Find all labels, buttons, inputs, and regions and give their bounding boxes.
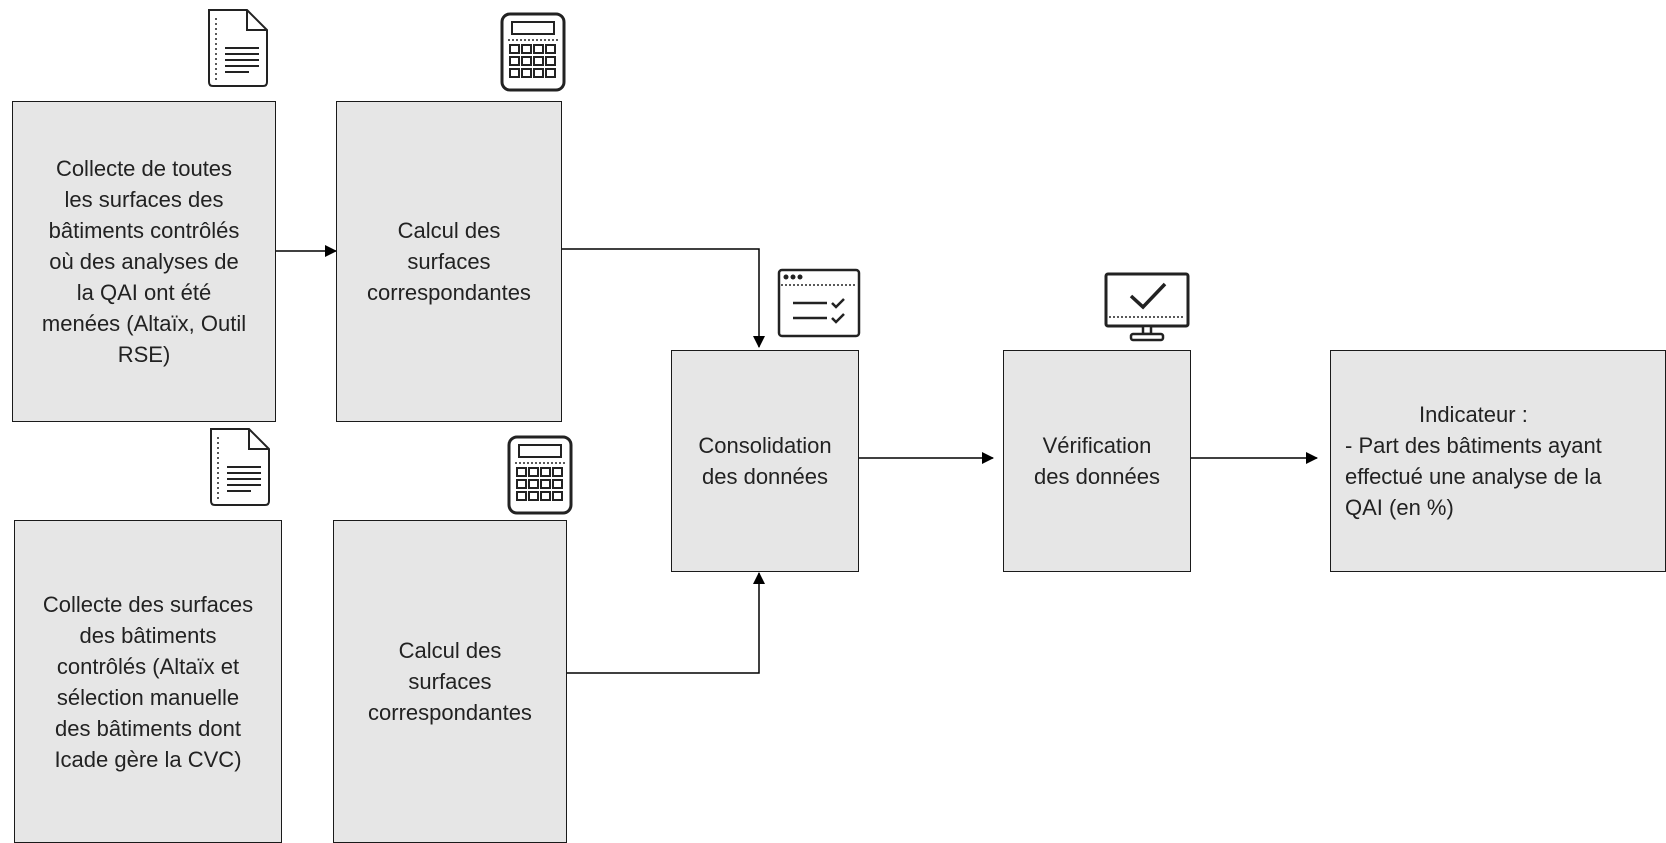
- monitor-check-icon: [1103, 272, 1191, 349]
- step-consolidation: Consolidation des données: [671, 350, 859, 572]
- checklist-window-icon: [777, 268, 861, 343]
- indicateur-body: - Part des bâtiments ayant effectué une …: [1345, 433, 1602, 520]
- document-icon: [207, 427, 271, 512]
- document-icon: [205, 8, 269, 93]
- calculator-icon: [507, 435, 573, 520]
- step-collecte-qai: Collecte de toutes les surfaces des bâti…: [12, 101, 276, 422]
- step-verification-label: Vérification des données: [1034, 433, 1160, 489]
- step-indicateur: Indicateur : - Part des bâtiments ayant …: [1330, 350, 1666, 572]
- step-calcul-bottom: Calcul des surfaces correspondantes: [333, 520, 567, 843]
- step-calcul-bottom-label: Calcul des surfaces correspondantes: [368, 638, 532, 725]
- indicateur-title-sep: :: [1515, 402, 1528, 427]
- arrow-calcul-top-to-consolidation: [560, 248, 765, 348]
- step-calcul-top-label: Calcul des surfaces correspondantes: [367, 218, 531, 305]
- step-calcul-top: Calcul des surfaces correspondantes: [336, 101, 562, 422]
- step-collecte-qai-label: Collecte de toutes les surfaces des bâti…: [41, 156, 247, 367]
- step-collecte-cvc: Collecte des surfaces des bâtiments cont…: [14, 520, 282, 843]
- step-verification: Vérification des données: [1003, 350, 1191, 572]
- arrow-calcul-bottom-to-consolidation: [565, 572, 765, 674]
- step-consolidation-label: Consolidation des données: [698, 433, 832, 489]
- calculator-icon: [500, 12, 566, 97]
- indicateur-title-text: Indicateur: [1418, 402, 1516, 427]
- indicateur-title: Indicateur :: [1345, 399, 1602, 430]
- step-collecte-cvc-label: Collecte des surfaces des bâtiments cont…: [42, 591, 254, 772]
